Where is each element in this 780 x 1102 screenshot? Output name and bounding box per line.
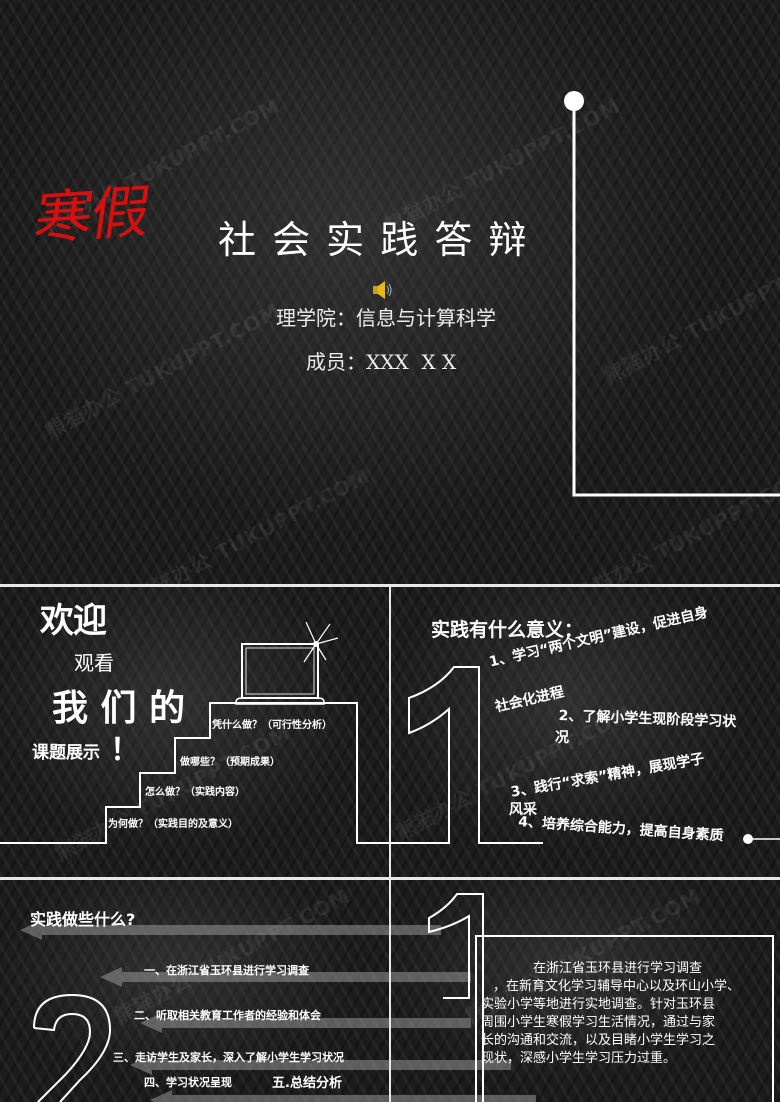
step-2: 怎么做？（实践内容） bbox=[145, 787, 245, 798]
arrow-bar bbox=[20, 920, 389, 940]
item-2-cont: 况 bbox=[555, 730, 569, 746]
item-3-cont: 风采 bbox=[509, 802, 537, 818]
laptop-icon bbox=[234, 621, 344, 711]
slide-welcome[interactable]: 熊猫办公 TUKUPPT.COM 欢迎 观看 我 们 的 课题展示 ！ 为何做？… bbox=[0, 587, 389, 877]
title-red: 寒假 bbox=[29, 177, 153, 253]
detail-title: 在浙江省玉环县进行学习调查 bbox=[533, 961, 703, 976]
detail-box: 在浙江省玉环县进行学习调查 ，在新育文化学习辅导中心以及环山小学、 实验小学等地… bbox=[481, 960, 771, 1068]
slide-detail[interactable]: 熊猫办公 TUKUPPT.COM 在浙江省玉环县进行学习调查 ，在新育文化学习辅… bbox=[391, 880, 780, 1102]
our-text: 我 们 的 bbox=[52, 688, 186, 729]
activity-3: 三、走访学生及家长，深入了解小学生学习状况 bbox=[113, 1051, 344, 1064]
step-1: 为何做？（实践目的及意义） bbox=[108, 819, 238, 830]
arrow-bar bbox=[140, 1013, 389, 1033]
step-3: 做哪些？（预期成果） bbox=[180, 757, 280, 768]
speaker-icon[interactable] bbox=[372, 280, 394, 300]
slide-significance[interactable]: 熊猫办公 TUKUPPT.COM 实践有什么意义： 1、学习“两个文明”建设，促… bbox=[391, 587, 780, 877]
arrow-bar bbox=[391, 1018, 471, 1028]
arrow-bar bbox=[130, 1055, 389, 1075]
detail-line: 现状，深感小学生学习压力过重。 bbox=[481, 1051, 677, 1066]
detail-line: 长的沟通和交流，以及目睹小学生学习之 bbox=[481, 1033, 716, 1048]
topic-text: 课题展示 bbox=[32, 743, 100, 763]
staircase-outline bbox=[0, 702, 389, 844]
slide-activities[interactable]: 熊猫办公 TUKUPPT.COM 实践做些什么? 一、在浙江省玉环县进行学习调查… bbox=[0, 880, 389, 1102]
members-text: 成员：XXX X X bbox=[306, 350, 457, 374]
decorative-line bbox=[564, 91, 780, 497]
exclaim-mark: ！ bbox=[110, 733, 140, 768]
arrow-bar bbox=[391, 1095, 536, 1102]
slide-title[interactable]: 熊猫办公 TUKUPPT.COM 熊猫办公 TUKUPPT.COM 熊猫办公 T… bbox=[0, 0, 780, 584]
slide4-title: 实践做些什么? bbox=[30, 910, 136, 929]
big-number-two-outline bbox=[33, 993, 112, 1102]
arrow-bar bbox=[150, 1090, 389, 1102]
arrow-bar bbox=[100, 967, 389, 987]
college-text: 理学院：信息与计算科学 bbox=[276, 306, 496, 330]
slide3-title: 实践有什么意义： bbox=[431, 619, 584, 641]
arrow-bar bbox=[391, 972, 471, 982]
watch-text: 观看 bbox=[74, 651, 114, 675]
step-4: 凭什么做？（可行性分析） bbox=[212, 720, 332, 731]
activity-2: 二、听取相关教育工作者的经验和体会 bbox=[134, 1009, 321, 1022]
arrow-bar bbox=[391, 1060, 511, 1070]
activity-1: 一、在浙江省玉环县进行学习调查 bbox=[144, 964, 309, 977]
detail-line: 实验小学等地进行实地调查。针对玉环县 bbox=[481, 997, 716, 1012]
detail-line: 周围小学生寒假学习生活情况，通过与家 bbox=[481, 1015, 716, 1030]
title-text: 社 会 实 践 答 辩 bbox=[218, 218, 529, 262]
big-number-one-outline bbox=[391, 666, 780, 844]
arrow-bar bbox=[391, 925, 441, 935]
welcome-heading: 欢迎 bbox=[40, 601, 107, 641]
activity-5: 五.总结分析 bbox=[272, 1076, 342, 1091]
detail-line: ，在新育文化学习辅导中心以及环山小学、 bbox=[493, 979, 741, 994]
big-number-one-outline bbox=[428, 893, 774, 1102]
activity-4: 四、学习状况呈现 bbox=[144, 1076, 232, 1089]
